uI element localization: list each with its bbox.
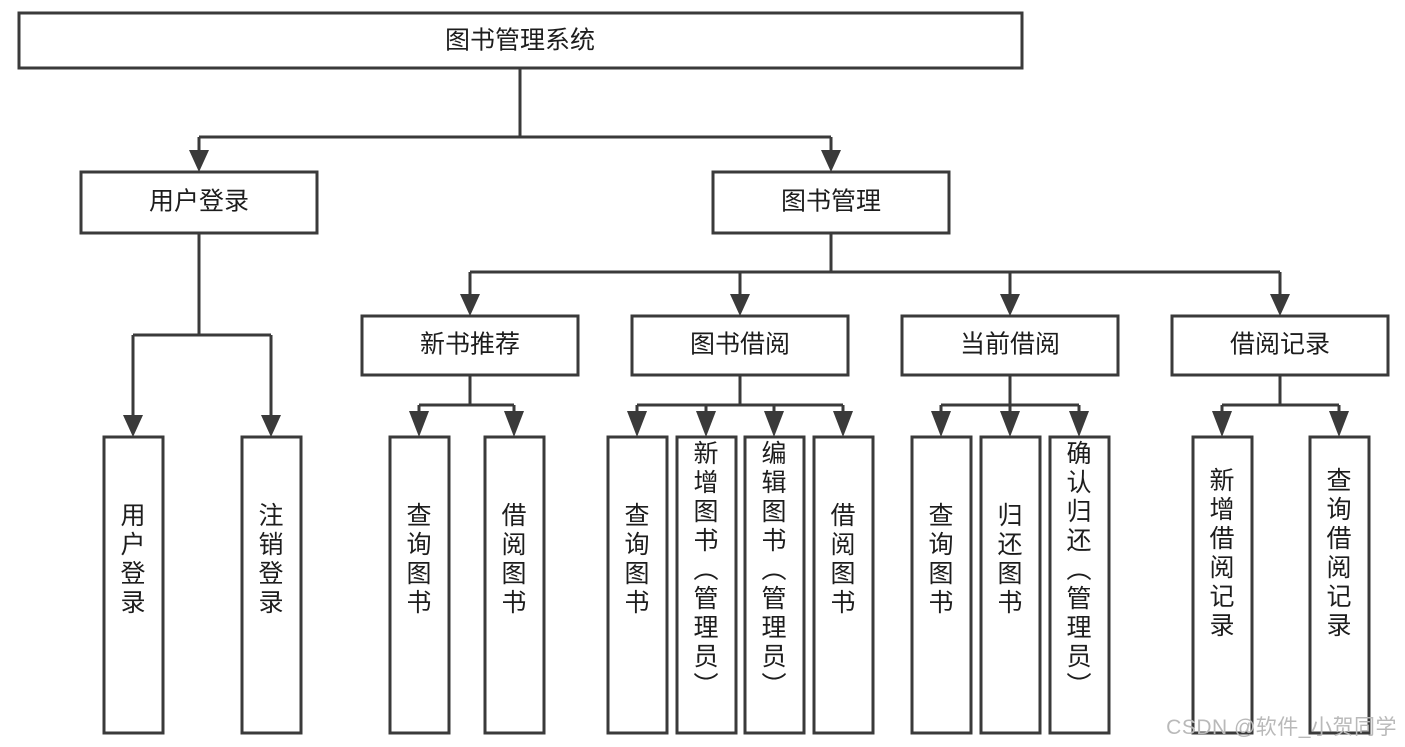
node-leaf-9-box[interactable]	[910, 435, 973, 735]
node-leaf-1-label: 用户登录	[120, 502, 145, 617]
node-borrow[interactable]: 图书借阅	[630, 314, 850, 377]
node-current[interactable]: 当前借阅	[900, 314, 1120, 377]
arrow-head-leaf-10	[1000, 411, 1020, 437]
node-leaf-13-box[interactable]	[1308, 435, 1371, 735]
node-borrow-box[interactable]	[630, 314, 850, 377]
node-leaf-5[interactable]: 查询图书	[606, 435, 669, 735]
node-leaf-5-label: 查询图书	[624, 502, 649, 617]
node-login-box[interactable]	[79, 170, 319, 235]
node-leaf-7-label: 编辑图书︵管理员︶	[761, 440, 786, 700]
arrow-head-leaf-13	[1329, 411, 1349, 437]
node-leaf-8-label: 借阅图书	[830, 502, 855, 617]
node-current-box[interactable]	[900, 314, 1120, 377]
node-newbook[interactable]: 新书推荐	[360, 314, 580, 377]
node-leaf-1[interactable]: 用户登录	[102, 435, 165, 735]
node-leaf-10[interactable]: 归还图书	[979, 435, 1042, 735]
connector-group-root	[189, 68, 841, 172]
connector-group-borrow	[627, 375, 853, 437]
node-leaf-9-label: 查询图书	[928, 502, 953, 617]
connector-group-bookmgmt	[460, 233, 1290, 316]
connector-group-login	[123, 233, 281, 437]
node-leaf-7-box[interactable]	[743, 435, 806, 735]
node-leaf-4-label: 借阅图书	[501, 502, 526, 617]
connector-group-newbook	[409, 375, 524, 437]
arrow-head-newbook	[460, 294, 480, 316]
node-newbook-box[interactable]	[360, 314, 580, 377]
node-leaf-12-label: 新增借阅记录	[1209, 467, 1234, 640]
arrow-head-current	[1000, 294, 1020, 316]
node-login-label: 用户登录	[149, 188, 249, 216]
node-bookmgmt-label: 图书管理	[781, 188, 881, 216]
node-leaf-1-box[interactable]	[102, 435, 165, 735]
node-leaf-10-box[interactable]	[979, 435, 1042, 735]
arrow-head-leaf-5	[627, 411, 647, 437]
arrow-head-leaf-4	[504, 411, 524, 437]
node-leaf-2-label: 注销登录	[258, 502, 283, 617]
node-leaf-13-label: 查询借阅记录	[1326, 467, 1351, 640]
node-leaf-3[interactable]: 查询图书	[388, 435, 451, 735]
node-borrow-label: 图书借阅	[690, 331, 790, 359]
node-leaf-8-box[interactable]	[812, 435, 875, 735]
arrow-head-login	[189, 150, 209, 172]
node-leaf-4-box[interactable]	[483, 435, 546, 735]
node-leaf-12[interactable]: 新增借阅记录	[1191, 435, 1254, 735]
node-leaf-10-label: 归还图书	[997, 502, 1022, 617]
node-records-label: 借阅记录	[1230, 331, 1330, 359]
arrow-head-records	[1270, 294, 1290, 316]
node-leaf-6-box[interactable]	[675, 435, 738, 735]
arrow-head-leaf-2	[261, 415, 281, 437]
node-bookmgmt[interactable]: 图书管理	[711, 170, 951, 235]
node-current-label: 当前借阅	[960, 331, 1060, 359]
node-leaf-5-box[interactable]	[606, 435, 669, 735]
node-leaf-4[interactable]: 借阅图书	[483, 435, 546, 735]
node-root-label: 图书管理系统	[445, 27, 595, 55]
node-bookmgmt-box[interactable]	[711, 170, 951, 235]
node-leaf-9[interactable]: 查询图书	[910, 435, 973, 735]
arrow-head-leaf-11	[1069, 411, 1089, 437]
node-records[interactable]: 借阅记录	[1170, 314, 1390, 377]
node-newbook-label: 新书推荐	[420, 331, 520, 359]
node-leaf-2-box[interactable]	[240, 435, 303, 735]
node-leaf-6-label: 新增图书︵管理员︶	[693, 440, 718, 700]
node-leaf-7[interactable]: 编辑图书︵管理员︶	[743, 435, 806, 735]
node-leaf-2[interactable]: 注销登录	[240, 435, 303, 735]
node-leaf-11[interactable]: 确认归还︵管理员︶	[1048, 435, 1111, 735]
node-leaf-11-label: 确认归还︵管理员︶	[1066, 440, 1091, 700]
node-login[interactable]: 用户登录	[79, 170, 319, 235]
arrow-head-leaf-8	[833, 411, 853, 437]
arrow-head-leaf-6	[696, 411, 716, 437]
arrow-head-leaf-9	[931, 411, 951, 437]
node-leaf-12-box[interactable]	[1191, 435, 1254, 735]
node-records-box[interactable]	[1170, 314, 1390, 377]
node-root[interactable]: 图书管理系统	[17, 11, 1024, 70]
node-leaf-6[interactable]: 新增图书︵管理员︶	[675, 435, 738, 735]
node-leaf-3-label: 查询图书	[406, 502, 431, 617]
arrow-head-borrow	[730, 294, 750, 316]
node-root-box[interactable]	[17, 11, 1024, 70]
node-leaf-8[interactable]: 借阅图书	[812, 435, 875, 735]
arrow-head-leaf-3	[409, 411, 429, 437]
arrow-head-bookmgmt	[821, 150, 841, 172]
arrow-head-leaf-1	[123, 415, 143, 437]
arrow-head-leaf-12	[1212, 411, 1232, 437]
node-leaf-13[interactable]: 查询借阅记录	[1308, 435, 1371, 735]
connector-group-records	[1212, 375, 1349, 437]
node-leaf-3-box[interactable]	[388, 435, 451, 735]
connector-group-current	[931, 375, 1089, 437]
node-leaf-11-box[interactable]	[1048, 435, 1111, 735]
arrow-head-leaf-7	[764, 411, 784, 437]
